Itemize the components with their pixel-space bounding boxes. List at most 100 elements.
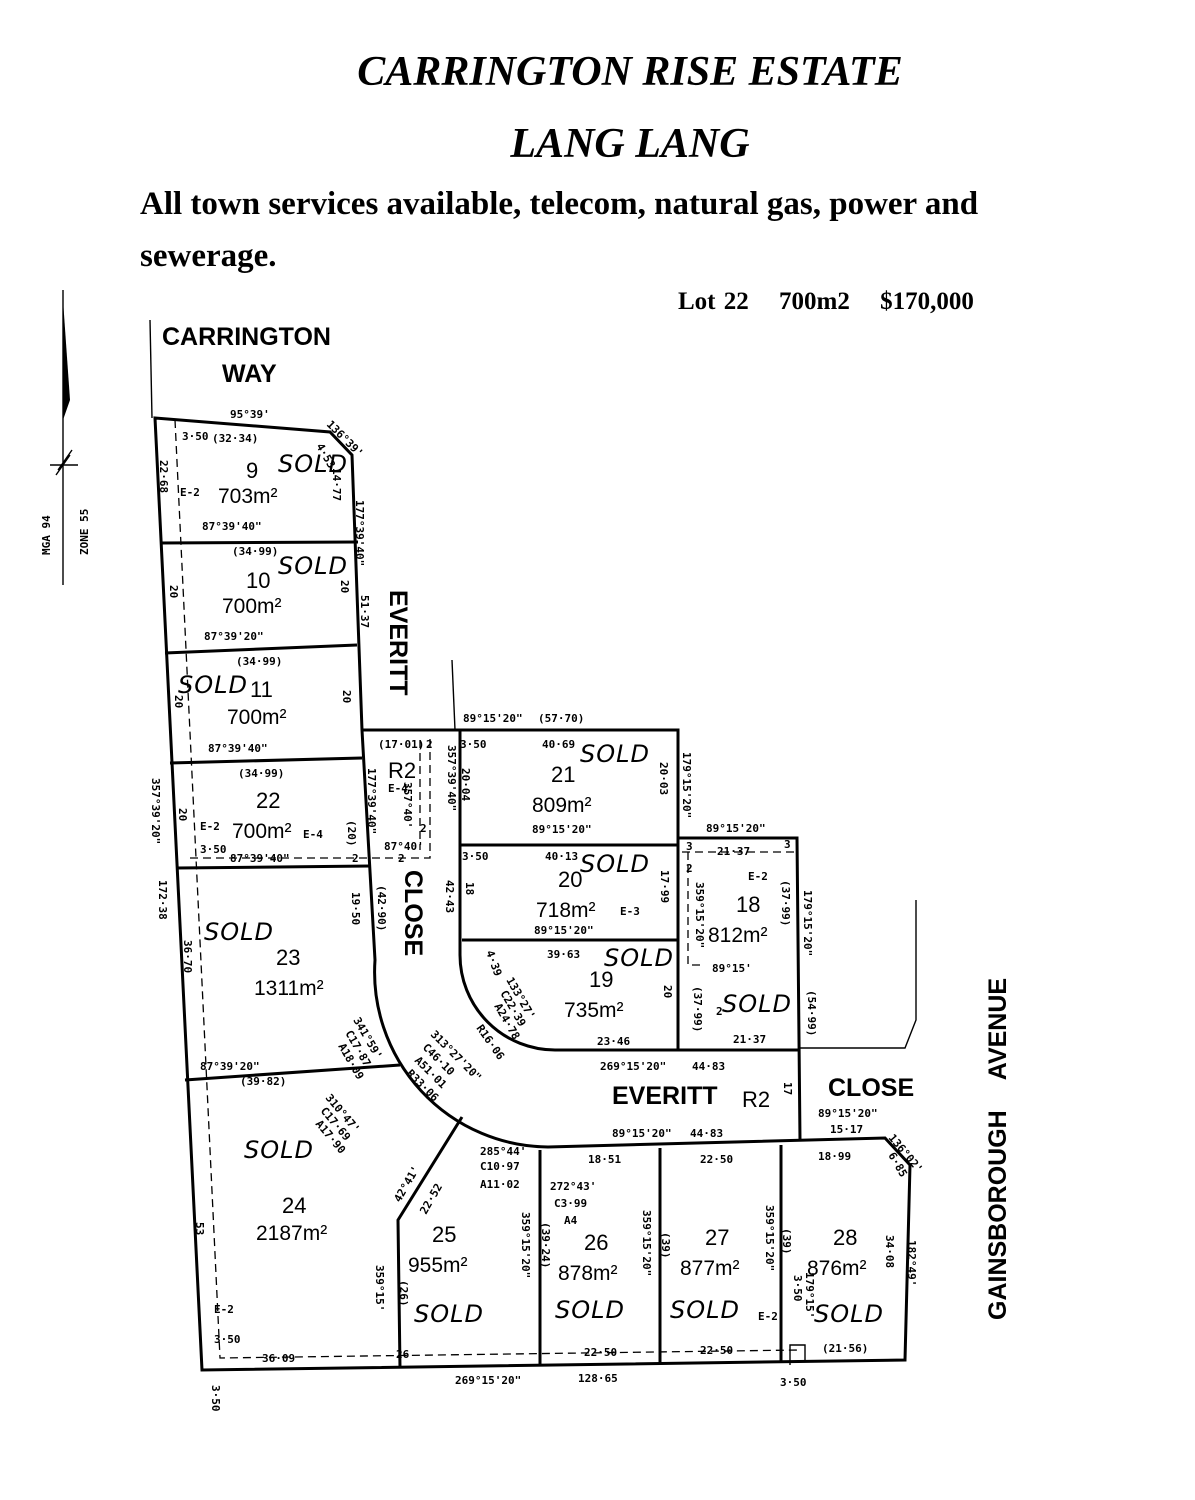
dimension-label: 172·38	[156, 880, 169, 920]
lot-area: 735m²	[564, 999, 624, 1022]
lot-area: 700m²	[227, 706, 287, 729]
dimension-label: 34·08	[883, 1235, 896, 1268]
dimension-label: 269°15'20"	[455, 1374, 521, 1387]
dimension-label: 20	[661, 985, 674, 998]
dimension-label: 182°49'	[905, 1240, 918, 1286]
dimension-label: 42·43	[443, 880, 456, 913]
lot-sold-status: SOLD	[178, 671, 248, 699]
dimension-label: C3·99	[554, 1197, 587, 1210]
lot-number: 19	[589, 967, 613, 992]
dimension-label: 20	[172, 695, 185, 708]
dimension-label: 17	[781, 1082, 794, 1095]
lot-number: 23	[276, 945, 300, 970]
dimension-label: 87°39'40"	[230, 852, 290, 865]
dimension-label: 89°15'20"	[532, 823, 592, 836]
lot-area: 878m²	[558, 1262, 618, 1285]
lot-number: 22	[256, 788, 280, 813]
dimension-label: 359°15'20"	[640, 1210, 653, 1276]
dimension-label: 18·51	[588, 1153, 621, 1166]
dimension-label: 128·65	[578, 1372, 618, 1385]
dimension-label: 23·46	[597, 1035, 630, 1048]
dimension-label: 18	[463, 882, 476, 895]
lot-number: 25	[432, 1222, 456, 1247]
lot-area: 718m²	[536, 899, 596, 922]
street-carrington-line1: CARRINGTON	[162, 323, 331, 351]
dimension-label: 14·77	[330, 468, 343, 501]
dimension-label: 2	[352, 852, 359, 865]
lot-sold-status: SOLD	[580, 850, 650, 878]
dimension-label: 357°40'	[401, 782, 414, 828]
dimension-label: (37·99)	[691, 986, 704, 1032]
lot-sold-status: SOLD	[814, 1300, 884, 1328]
lot-area: 809m²	[532, 794, 592, 817]
dimension-label: E-2	[180, 486, 200, 499]
dimension-label: 359°15'20"	[693, 882, 706, 948]
lot-number: 21	[551, 762, 575, 787]
dimension-label: 22·52	[417, 1181, 445, 1216]
lot-sold-status: SOLD	[244, 1136, 314, 1164]
estate-location: LANG LANG	[510, 121, 750, 167]
listing-area: 700m2	[779, 288, 850, 315]
lot-sold-status: SOLD	[555, 1296, 625, 1324]
north-zone-label: ZONE 55	[78, 509, 91, 555]
street-carrington-line2: WAY	[222, 360, 277, 388]
dimension-label: 2	[716, 1005, 723, 1018]
street-everitt-vertical: EVERITT	[384, 590, 412, 696]
dimension-label: 2	[398, 852, 405, 865]
dimension-label: 179°15'20"	[680, 752, 693, 818]
dimension-label: 357°39'20"	[149, 778, 162, 844]
lot-area: 812m²	[708, 924, 768, 947]
dimension-label: 3·50	[182, 430, 209, 443]
lot-number: 20	[558, 867, 582, 892]
lot-area: 703m²	[218, 485, 278, 508]
lot-area: 700m²	[232, 820, 292, 843]
dimension-label: 3	[686, 840, 693, 853]
dimension-label: 269°15'20"	[600, 1060, 666, 1073]
dimension-label: (21·56)	[822, 1342, 868, 1355]
lot-number: 10	[246, 568, 270, 593]
lot-sold-status: SOLD	[722, 990, 792, 1018]
street-close-vertical: CLOSE	[399, 870, 427, 956]
lot-number: 18	[736, 892, 760, 917]
dimension-label: 3·50	[791, 1275, 804, 1302]
dimension-label: 22·50	[700, 1153, 733, 1166]
dimension-label: E-2	[214, 1303, 234, 1316]
dimension-label: 179°15'20"	[801, 890, 814, 956]
lot-number: 28	[833, 1225, 857, 1250]
dimension-label: E-2	[758, 1310, 778, 1323]
dimension-label: (39·24)	[539, 1222, 552, 1268]
everitt-close-east-boundary	[451, 659, 456, 731]
dimension-label: 2	[426, 738, 433, 751]
dimension-label: 89°15'20"	[706, 822, 766, 835]
road-reserve-r2-label: R2	[742, 1087, 770, 1112]
dimension-label: 20	[338, 580, 351, 593]
lot-number: 11	[250, 677, 273, 702]
lot-area: 876m²	[807, 1257, 867, 1280]
dimension-label: 2	[420, 822, 427, 835]
dimension-label: 3·50	[214, 1333, 241, 1346]
dimension-label: (34·99)	[232, 545, 278, 558]
dimension-label: 87°39'40"	[208, 742, 268, 755]
services-line-1: All town services available, telecom, na…	[140, 186, 979, 222]
dimension-label: 53	[193, 1222, 206, 1235]
dimension-label: 89°15'20"	[463, 712, 523, 725]
lot-sold-status: SOLD	[414, 1300, 484, 1328]
dimension-label: 40·13	[545, 850, 578, 863]
dimension-label: 20·04	[459, 768, 472, 801]
dimension-label: (54·99)	[805, 990, 818, 1036]
dimension-label: 20	[167, 585, 180, 598]
dimension-label: 44·83	[692, 1060, 725, 1073]
dimension-label: (39)	[659, 1232, 672, 1259]
dimension-label: 17·99	[658, 870, 671, 903]
dimension-label: 357°39'40"	[445, 745, 458, 811]
dimension-label: 3·50	[462, 850, 489, 863]
dimension-label: (17·01)	[378, 738, 424, 751]
dimension-label: 3·50	[460, 738, 487, 751]
dimension-label: E-4	[388, 782, 408, 795]
dimension-label: 359°15'20"	[763, 1205, 776, 1271]
dimension-label: 3	[784, 838, 791, 851]
dimension-label: 18·99	[818, 1150, 851, 1163]
lot-sold-status: SOLD	[204, 918, 274, 946]
dimension-label: 89°15'20"	[818, 1107, 878, 1120]
lot-area: 1311m²	[254, 977, 324, 1000]
